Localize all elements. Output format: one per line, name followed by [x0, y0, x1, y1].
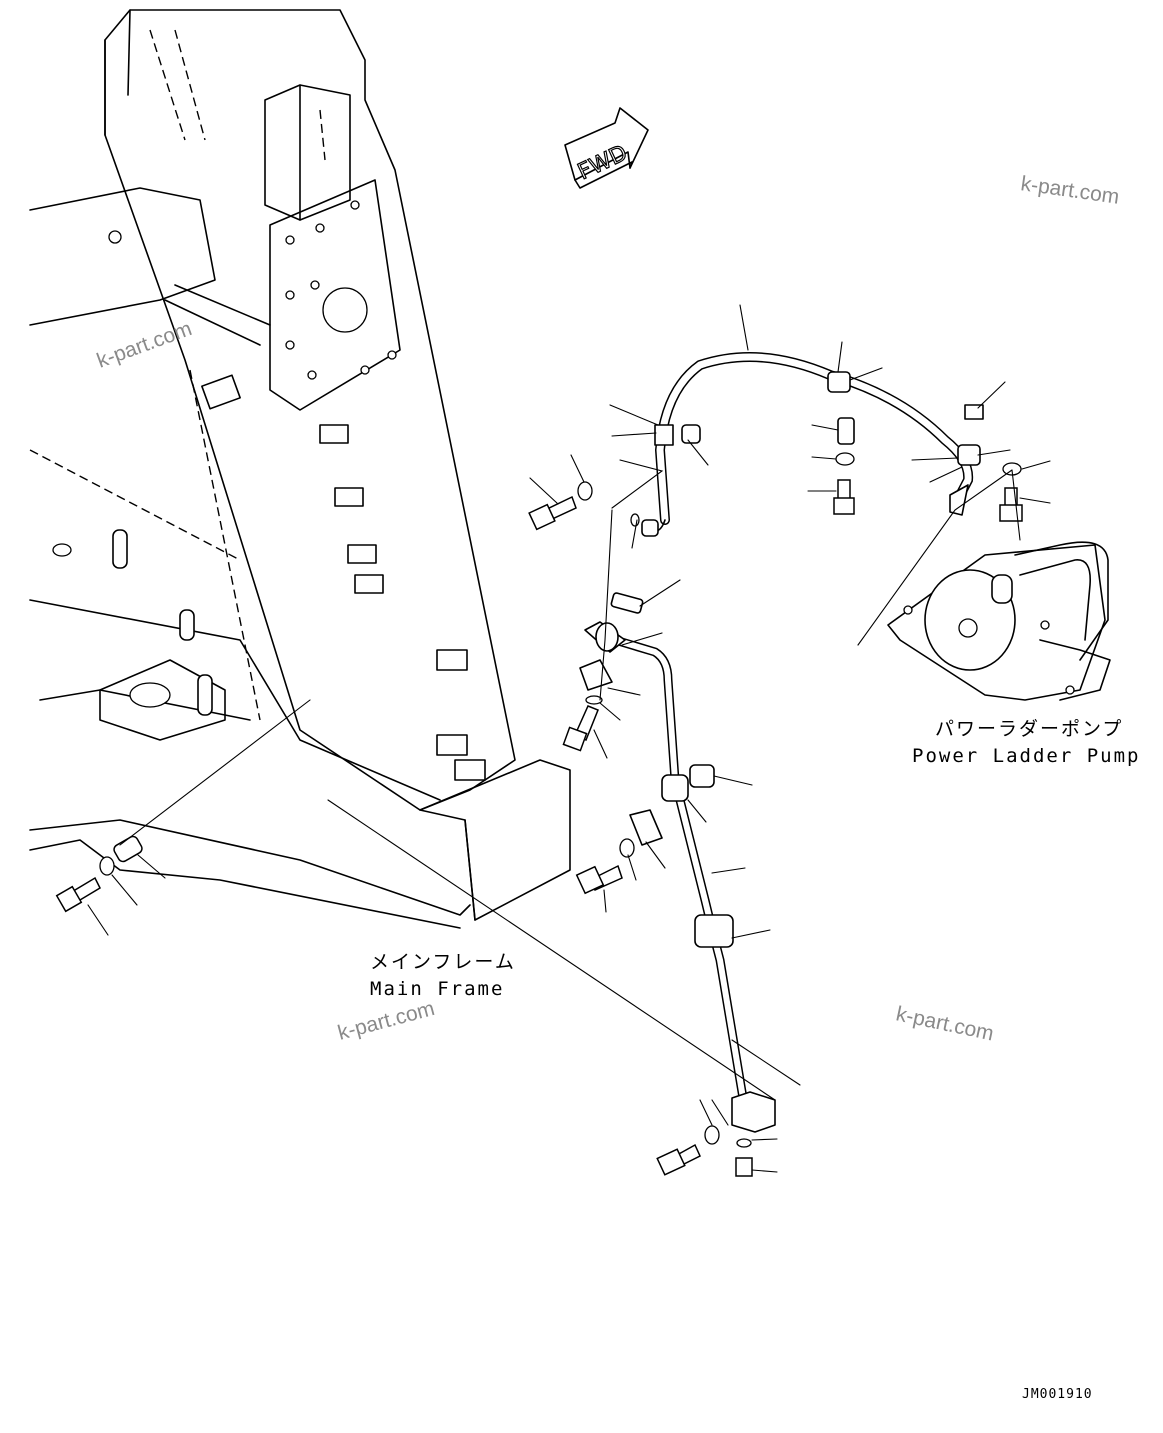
- lower-leaders: [327, 509, 801, 1173]
- pump-label-jp: パワーラダーポンプ: [935, 718, 1123, 740]
- drawing-code: JM001910: [1022, 1387, 1093, 1402]
- watermark: k-part.com: [335, 997, 437, 1045]
- upper-hose: [641, 352, 984, 537]
- upper-fasteners: [528, 417, 1023, 531]
- main-frame-drawing: [29, 9, 571, 929]
- power-ladder-pump: [857, 469, 1111, 701]
- bosses: [201, 374, 486, 781]
- fwd-arrow-icon: FWD: [564, 107, 649, 189]
- lower-tube: [562, 592, 776, 1177]
- watermark: k-part.com: [894, 1002, 996, 1045]
- watermark: k-part.com: [1019, 172, 1120, 209]
- frame-bolt-set: [55, 699, 311, 936]
- main-frame-label-en: Main Frame: [370, 978, 504, 1000]
- plate-holes: [285, 200, 397, 380]
- pump-label-en: Power Ladder Pump: [912, 745, 1140, 767]
- main-frame-label-jp: メインフレーム: [370, 951, 516, 973]
- upper-leaders: [529, 304, 1051, 549]
